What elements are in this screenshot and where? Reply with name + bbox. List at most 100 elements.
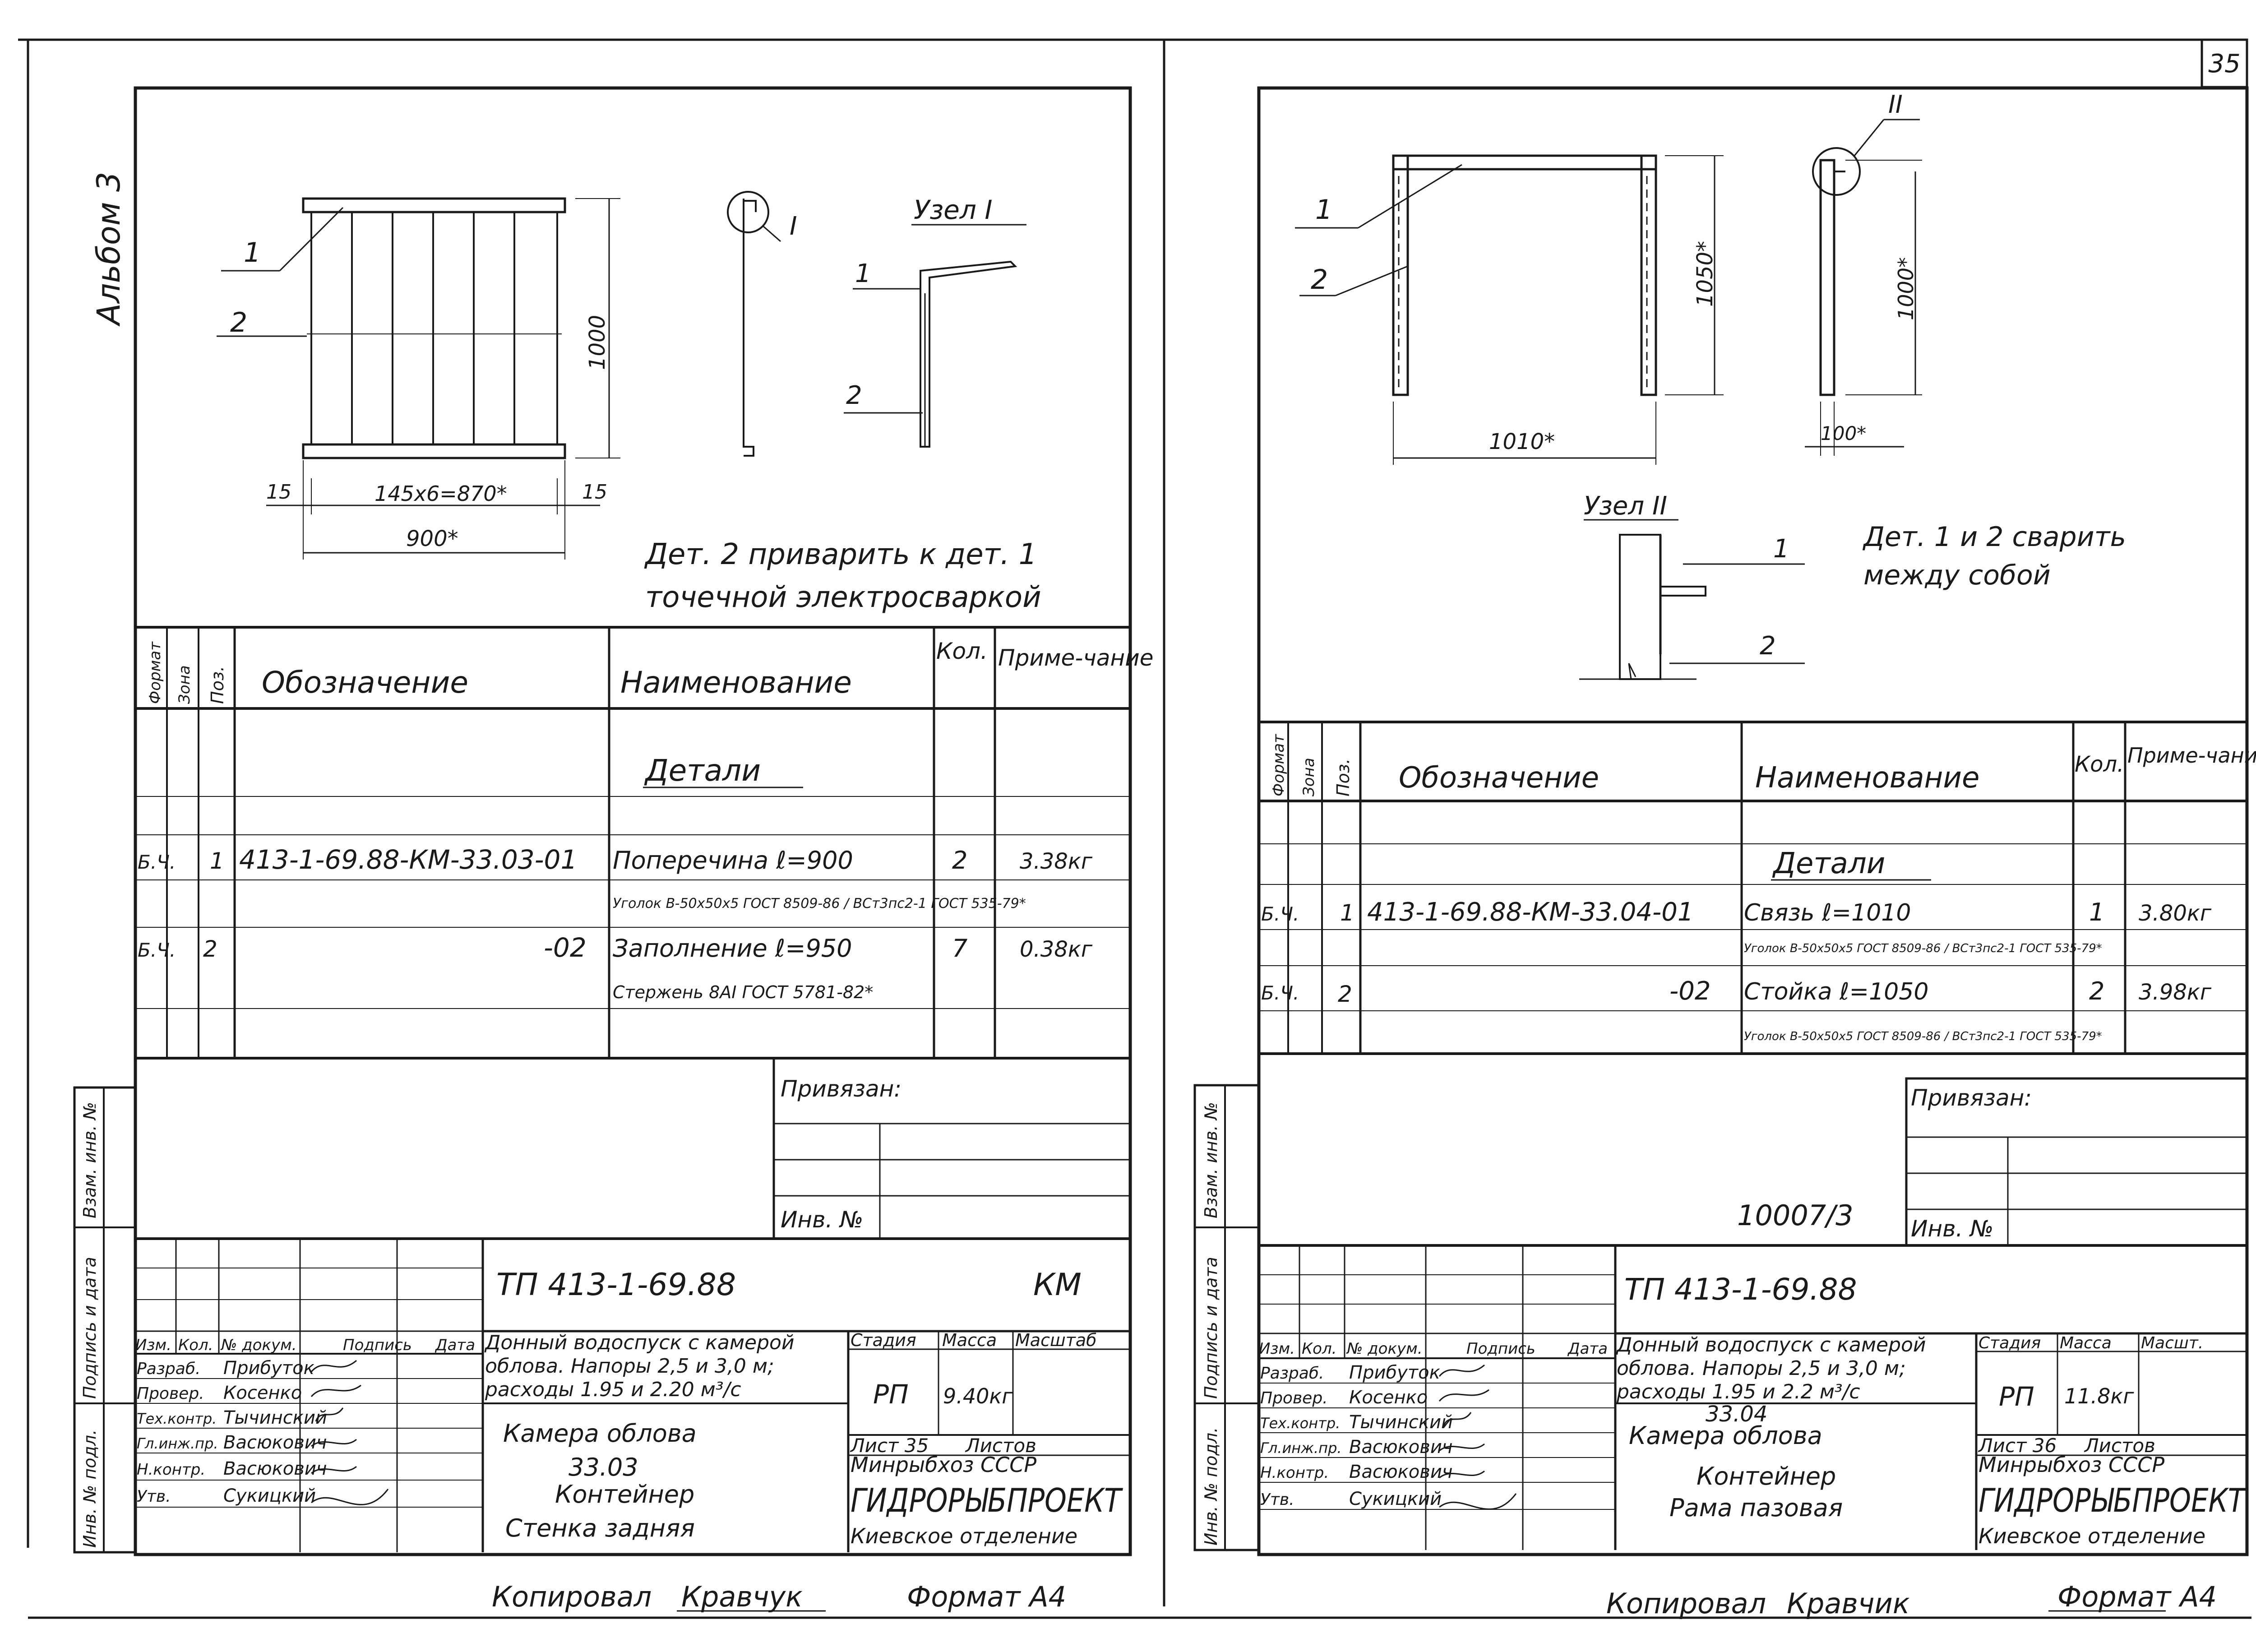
sheet-label: Лист 35	[850, 1435, 929, 1457]
side-width-dim: 100*	[1821, 422, 1866, 444]
object-line1: Донный водоспуск с камерой	[484, 1331, 795, 1354]
r-row1-name: Связь ℓ=1010	[1744, 899, 1911, 926]
r-privyazan-label: Привязан:	[1911, 1085, 2032, 1111]
rear-wall-drawing: 1 2 1000 15 145х6=870* 15 900*	[217, 197, 620, 560]
title-line1: Камера облова	[503, 1419, 697, 1448]
stage-header: Стадия	[851, 1330, 916, 1350]
r-th-pos: Поз.	[1333, 759, 1353, 796]
width-dim: 900*	[406, 526, 458, 551]
r-side-label-1: Взам. инв. №	[1201, 1102, 1221, 1218]
row3-format: Б.Ч.	[138, 939, 176, 961]
r-stamp-col-sign: Подпись	[1466, 1340, 1535, 1358]
left-note-line2: точечной электросваркой	[645, 581, 1041, 614]
r-sheet-label: Лист 36	[1978, 1435, 2057, 1457]
org-line3: Киевское отделение	[851, 1524, 1077, 1548]
r-object-line1: Донный водоспуск с камерой	[1616, 1333, 1926, 1356]
r-side-label-3: Инв. № подл.	[1201, 1427, 1221, 1546]
right-side-strip: Взам. инв. № Подпись и дата Инв. № подл.	[1193, 1084, 1260, 1551]
r-row1-pos: 1	[1340, 900, 1355, 926]
th-qty: Кол.	[936, 638, 988, 664]
r-mass-value: 11.8кг	[2064, 1384, 2134, 1408]
r-person-3-name: Тычинский	[1349, 1412, 1453, 1433]
node-pos-2: 2	[846, 381, 862, 410]
r-person-2-role: Провер.	[1260, 1389, 1328, 1407]
left-privyazan-block: Привязан: Инв. №	[772, 1057, 1132, 1240]
person-5-name: Васюкович	[223, 1458, 327, 1479]
r-stamp-col-doc: № докум.	[1346, 1340, 1423, 1358]
edge-dim-right: 15	[582, 481, 607, 504]
row2-name: Уголок B-50х50х5 ГОСТ 8509-86 / ВСт3пс2-…	[613, 896, 1026, 912]
r-copied-label: Копировал	[1606, 1587, 1766, 1620]
stamp-mark: КМ	[1033, 1267, 1082, 1303]
stamp-col-sign: Подпись	[343, 1336, 412, 1354]
org-line2: ГИДРОРЫБПРОЕКТ	[851, 1481, 1123, 1519]
r-th-qty: Кол.	[2075, 752, 2124, 777]
r-row3-designation: -02	[1669, 976, 1710, 1006]
th-zone: Зона	[176, 665, 194, 704]
format-label: Формат А4	[907, 1580, 1066, 1613]
left-spec-table: Формат Зона Поз. Обозначение Наименовани…	[135, 626, 1153, 1060]
r-sheets-label: Листов	[2084, 1435, 2155, 1457]
r-stage-header: Стадия	[1979, 1334, 2041, 1352]
person-4-name: Васюкович	[223, 1432, 327, 1453]
r-th-zone: Зона	[1300, 758, 1318, 796]
right-spec-table: Формат Зона Поз. Обозначение Наименовани…	[1259, 721, 2256, 1055]
r-row3-format: Б.Ч.	[1261, 982, 1299, 1004]
node-pos-1: 1	[855, 259, 871, 288]
r-stamp-col-date: Дата	[1567, 1340, 1608, 1358]
r-object-line3: расходы 1.95 и 2.2 м³/с	[1616, 1380, 1860, 1403]
r-th-note: Приме-чания	[2127, 743, 2256, 768]
copied-label: Копировал	[492, 1580, 652, 1613]
right-sheet: 1 2 1050* 1010* II 1000*	[1193, 86, 2256, 1620]
node-ii-marker: II	[1888, 90, 1903, 119]
object-line3: расходы 1.95 и 2.20 м³/с	[485, 1378, 741, 1401]
r-section-title: Детали	[1772, 847, 1885, 880]
r-th-designation: Обозначение	[1399, 761, 1599, 795]
node-i-detail: Узел I 1 2	[844, 194, 1026, 448]
r-height-dim: 1050*	[1692, 241, 1718, 307]
r-person-6-role: Утв.	[1260, 1490, 1294, 1509]
page-number-box: 35	[2201, 38, 2248, 88]
r-person-4-role: Гл.инж.пр.	[1260, 1439, 1342, 1457]
right-inner-frame	[1257, 86, 2249, 1556]
person-6-name: Сукицкий	[223, 1485, 316, 1506]
r-format-label: Формат А4	[2057, 1580, 2217, 1613]
person-2-name: Косенко	[223, 1383, 302, 1403]
r-width-dim: 1010*	[1489, 429, 1555, 454]
r-org-line3: Киевское отделение	[1979, 1524, 2205, 1548]
left-side-strip: Взам. инв. № Подпись и дата Инв. № подл.	[73, 1086, 137, 1554]
scale-header: Масштаб	[1015, 1330, 1097, 1350]
r-row3-pos: 2	[1338, 981, 1352, 1007]
left-inner-frame	[134, 86, 1132, 1556]
r-side-label-2: Подпись и дата	[1201, 1257, 1221, 1399]
r-node-pos-2: 2	[1760, 631, 1776, 661]
r-stage-value: РП	[1999, 1381, 2034, 1412]
row3-name: Заполнение ℓ=950	[613, 934, 852, 963]
spacing-dim: 145х6=870*	[374, 481, 507, 506]
row4-name: Стержень 8AI ГОСТ 5781-82*	[613, 982, 873, 1002]
r-person-1-role: Разраб.	[1260, 1364, 1324, 1383]
side-view-drawing: II 1000* 100*	[1805, 90, 1922, 456]
r-person-2-name: Косенко	[1349, 1387, 1428, 1408]
archive-number: 10007/3	[1737, 1199, 1854, 1232]
sheets-label: Листов	[965, 1435, 1036, 1457]
left-note-line1: Дет. 2 приварить к дет. 1	[644, 538, 1037, 571]
section-title: Детали	[644, 753, 761, 788]
side-height-dim: 1000*	[1894, 257, 1918, 320]
node-ii-detail: Узел II 1 2	[1579, 491, 1805, 680]
title-line3: Контейнер	[555, 1480, 694, 1509]
r-scale-header: Масшт.	[2141, 1334, 2203, 1352]
person-5-role: Н.контр.	[137, 1461, 205, 1479]
r-stamp-doc-code: ТП 413-1-69.88	[1624, 1272, 1857, 1307]
r-title-line4: Рама пазовая	[1669, 1494, 1843, 1522]
r-org-line1: Минрыбхоз СССР	[1979, 1453, 2164, 1477]
r-pos-2-label: 2	[1311, 264, 1328, 296]
person-2-role: Провер.	[137, 1384, 204, 1403]
th-name: Наименование	[620, 665, 852, 700]
side-label-1: Взам. инв. №	[80, 1102, 100, 1218]
r-title-line1: 33.04	[1706, 1402, 1767, 1427]
node-title: Узел I	[914, 194, 992, 225]
stamp-col-doc: № докум.	[220, 1336, 297, 1354]
stage-value: РП	[873, 1379, 909, 1410]
th-format: Формат	[146, 641, 164, 704]
